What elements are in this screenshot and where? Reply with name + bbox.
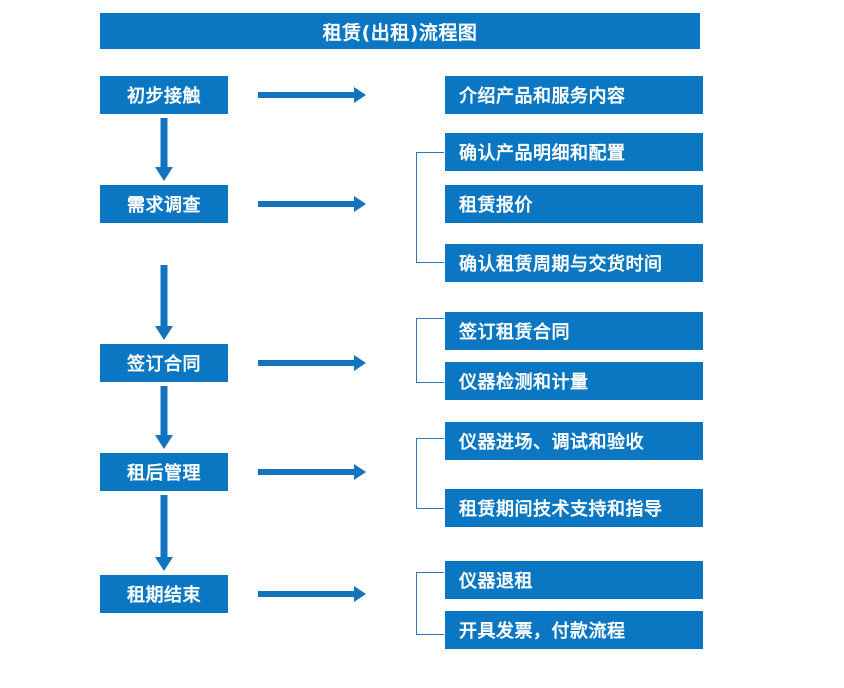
horizontal-arrow-1 xyxy=(258,87,366,103)
arrow-head-icon xyxy=(354,464,366,480)
task-box-1[interactable]: 介绍产品和服务内容 xyxy=(445,76,703,114)
arrow-shaft xyxy=(160,265,168,326)
task-box-5[interactable]: 签订租赁合同 xyxy=(445,312,703,350)
stage-box-1[interactable]: 初步接触 xyxy=(100,76,228,114)
group-bracket-3 xyxy=(416,438,444,509)
arrow-head-icon xyxy=(354,87,366,103)
stage-box-2[interactable]: 需求调查 xyxy=(100,185,228,223)
arrow-shaft xyxy=(258,469,356,475)
arrow-head-icon xyxy=(155,435,173,449)
task-box-3[interactable]: 租赁报价 xyxy=(445,185,703,223)
arrow-shaft xyxy=(258,591,356,597)
task-box-6[interactable]: 仪器检测和计量 xyxy=(445,362,703,400)
arrow-shaft xyxy=(258,92,356,98)
horizontal-arrow-5 xyxy=(258,586,366,602)
task-box-4[interactable]: 确认租赁周期与交货时间 xyxy=(445,244,703,282)
horizontal-arrow-3 xyxy=(258,355,366,371)
arrow-shaft xyxy=(258,360,356,366)
task-box-8[interactable]: 租赁期间技术支持和指导 xyxy=(445,489,703,527)
task-box-10[interactable]: 开具发票，付款流程 xyxy=(445,611,703,649)
horizontal-arrow-2 xyxy=(258,196,366,212)
arrow-shaft xyxy=(258,201,356,207)
task-box-2[interactable]: 确认产品明细和配置 xyxy=(445,133,703,171)
group-bracket-2 xyxy=(416,318,444,383)
arrow-shaft xyxy=(160,386,168,435)
arrow-head-icon xyxy=(155,326,173,340)
arrow-head-icon xyxy=(155,557,173,571)
stage-box-4[interactable]: 租后管理 xyxy=(100,453,228,491)
vertical-arrow-3 xyxy=(150,386,178,449)
task-box-7[interactable]: 仪器进场、调试和验收 xyxy=(445,422,703,460)
arrow-head-icon xyxy=(354,355,366,371)
horizontal-arrow-4 xyxy=(258,464,366,480)
arrow-head-icon xyxy=(354,586,366,602)
group-bracket-4 xyxy=(416,572,444,635)
arrow-head-icon xyxy=(155,167,173,181)
stage-box-3[interactable]: 签订合同 xyxy=(100,344,228,382)
arrow-head-icon xyxy=(354,196,366,212)
stage-box-5[interactable]: 租期结束 xyxy=(100,575,228,613)
group-bracket-1 xyxy=(416,152,444,263)
arrow-shaft xyxy=(160,495,168,557)
arrow-shaft xyxy=(160,118,168,167)
vertical-arrow-4 xyxy=(150,495,178,571)
vertical-arrow-2 xyxy=(150,265,178,340)
vertical-arrow-1 xyxy=(150,118,178,181)
diagram-title: 租赁(出租)流程图 xyxy=(100,13,700,49)
task-box-9[interactable]: 仪器退租 xyxy=(445,561,703,599)
